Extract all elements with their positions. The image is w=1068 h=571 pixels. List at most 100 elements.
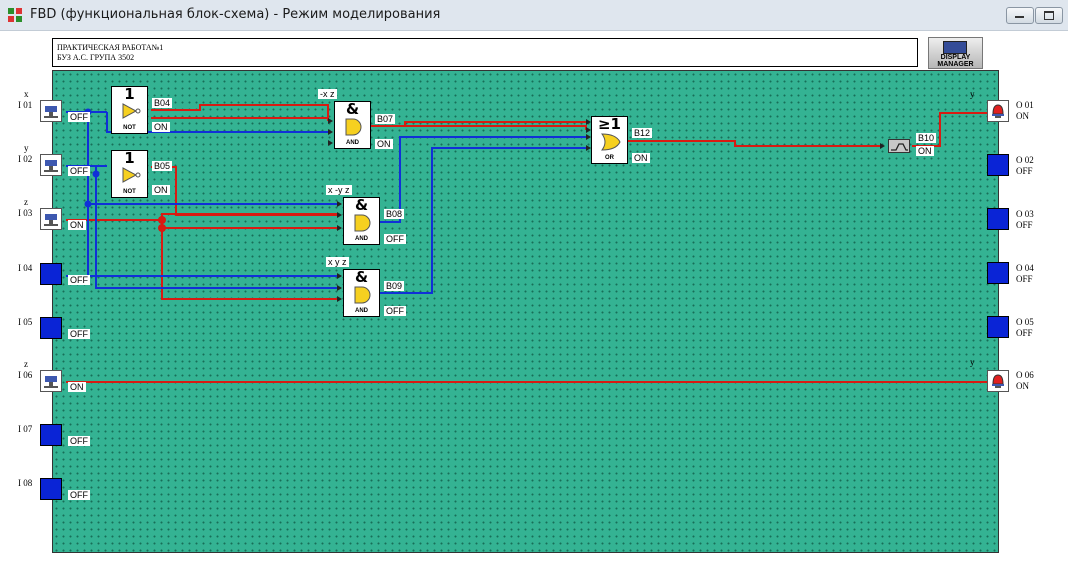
block-caption-b07: -x z — [318, 89, 337, 99]
block-symbol: 1 — [124, 85, 135, 103]
block-type: AND — [355, 236, 368, 242]
not-gate-icon — [122, 103, 141, 119]
block-state-b07: ON — [375, 139, 393, 149]
output-o03[interactable] — [987, 208, 1009, 230]
switch-icon — [44, 376, 58, 388]
input-switch-i06[interactable] — [40, 370, 62, 392]
and-gate-icon — [354, 214, 371, 232]
input-switch-i01[interactable] — [40, 100, 62, 122]
minimize-button[interactable] — [1006, 7, 1034, 24]
input-state-i07: OFF — [68, 436, 90, 446]
block-state-b04: ON — [152, 122, 170, 132]
output-id-o05: O 05 — [1016, 317, 1034, 327]
output-id-o03: O 03 — [1016, 209, 1034, 219]
fbd-canvas[interactable] — [52, 70, 999, 553]
and-block-b09[interactable]: & AND — [343, 269, 380, 317]
and-gate-icon — [354, 286, 371, 304]
not-block-b05[interactable]: 1 NOT — [111, 150, 148, 198]
block-symbol: & — [354, 196, 369, 214]
display-manager-button[interactable]: DISPLAY MANAGER — [928, 37, 983, 69]
project-author: БУЗ А.С. ГРУПА 3502 — [57, 53, 135, 62]
project-comment-box[interactable]: ПРАКТИЧЕСКАЯ РАБОТА№1 БУЗ А.С. ГРУПА 350… — [52, 38, 918, 67]
output-state-o04: OFF — [1016, 274, 1033, 284]
window-title: FBD (функциональная блок-схема) - Режим … — [30, 7, 441, 22]
and-block-b08[interactable]: & AND — [343, 197, 380, 245]
fbd-app-icon — [8, 8, 22, 22]
title-bar: FBD (функциональная блок-схема) - Режим … — [0, 0, 1068, 31]
display-manager-label-1: DISPLAY — [940, 54, 971, 61]
block-type: AND — [355, 308, 368, 314]
block-id-b10: B10 — [916, 133, 937, 143]
input-switch-i03[interactable] — [40, 208, 62, 230]
block-symbol: & — [354, 268, 369, 286]
input-i08[interactable] — [40, 478, 62, 500]
output-name-o01: y — [970, 89, 975, 99]
input-id-i01: I 01 — [18, 100, 33, 110]
input-id-i08: I 08 — [18, 478, 33, 488]
block-id-b09: B09 — [384, 281, 405, 291]
input-state-i04: OFF — [68, 275, 90, 285]
input-name-i03: z — [24, 197, 28, 207]
restore-button[interactable] — [1035, 7, 1063, 24]
monitor-icon — [943, 41, 967, 54]
not-gate-icon — [122, 167, 141, 183]
lamp-icon — [992, 104, 1004, 118]
block-caption-b08: x -y z — [326, 185, 352, 195]
block-state-b05: ON — [152, 185, 170, 195]
minimize-icon — [1015, 16, 1024, 18]
input-state-i02: OFF — [68, 166, 90, 176]
input-id-i03: I 03 — [18, 208, 33, 218]
switch-icon — [44, 106, 58, 118]
output-state-o05: OFF — [1016, 328, 1033, 338]
not-block-b04[interactable]: 1 NOT — [111, 86, 148, 134]
block-caption-b09: x y z — [326, 257, 349, 267]
input-id-i07: I 07 — [18, 424, 33, 434]
block-symbol: & — [345, 100, 360, 118]
switch-icon — [44, 160, 58, 172]
block-state-b09: OFF — [384, 306, 406, 316]
input-name-i02: y — [24, 143, 29, 153]
input-name-i06: z — [24, 359, 28, 369]
lamp-icon — [992, 374, 1004, 388]
or-block-b12[interactable]: ≥1 OR — [591, 116, 628, 164]
input-switch-i02[interactable] — [40, 154, 62, 176]
input-id-i02: I 02 — [18, 154, 33, 164]
output-lamp-o01[interactable] — [987, 100, 1009, 122]
timer-wave-icon — [891, 143, 908, 151]
block-type: NOT — [123, 125, 136, 131]
output-id-o06: O 06 — [1016, 370, 1034, 380]
output-o04[interactable] — [987, 262, 1009, 284]
restore-icon — [1044, 11, 1054, 20]
block-id-b07: B07 — [375, 114, 396, 124]
output-state-o06: ON — [1016, 381, 1029, 391]
block-id-b12: B12 — [632, 128, 653, 138]
block-b10[interactable] — [888, 139, 910, 153]
block-state-b12: ON — [632, 153, 650, 163]
input-i04[interactable] — [40, 263, 62, 285]
and-gate-icon — [345, 118, 362, 136]
input-state-i06: ON — [68, 382, 86, 392]
output-state-o03: OFF — [1016, 220, 1033, 230]
output-state-o02: OFF — [1016, 166, 1033, 176]
block-type: AND — [346, 140, 359, 146]
input-state-i01: OFF — [68, 112, 90, 122]
output-o05[interactable] — [987, 316, 1009, 338]
input-id-i04: I 04 — [18, 263, 33, 273]
output-lamp-o06[interactable] — [987, 370, 1009, 392]
block-id-b08: B08 — [384, 209, 405, 219]
block-type: NOT — [123, 189, 136, 195]
output-id-o02: O 02 — [1016, 155, 1034, 165]
input-state-i05: OFF — [68, 329, 90, 339]
block-symbol: 1 — [124, 149, 135, 167]
output-state-o01: ON — [1016, 111, 1029, 121]
block-id-b04: B04 — [152, 98, 173, 108]
and-block-b07[interactable]: & AND — [334, 101, 371, 149]
block-state-b08: OFF — [384, 234, 406, 244]
block-type: OR — [605, 155, 614, 161]
output-id-o04: O 04 — [1016, 263, 1034, 273]
or-gate-icon — [601, 133, 621, 151]
input-i05[interactable] — [40, 317, 62, 339]
output-o02[interactable] — [987, 154, 1009, 176]
output-id-o01: O 01 — [1016, 100, 1034, 110]
input-i07[interactable] — [40, 424, 62, 446]
